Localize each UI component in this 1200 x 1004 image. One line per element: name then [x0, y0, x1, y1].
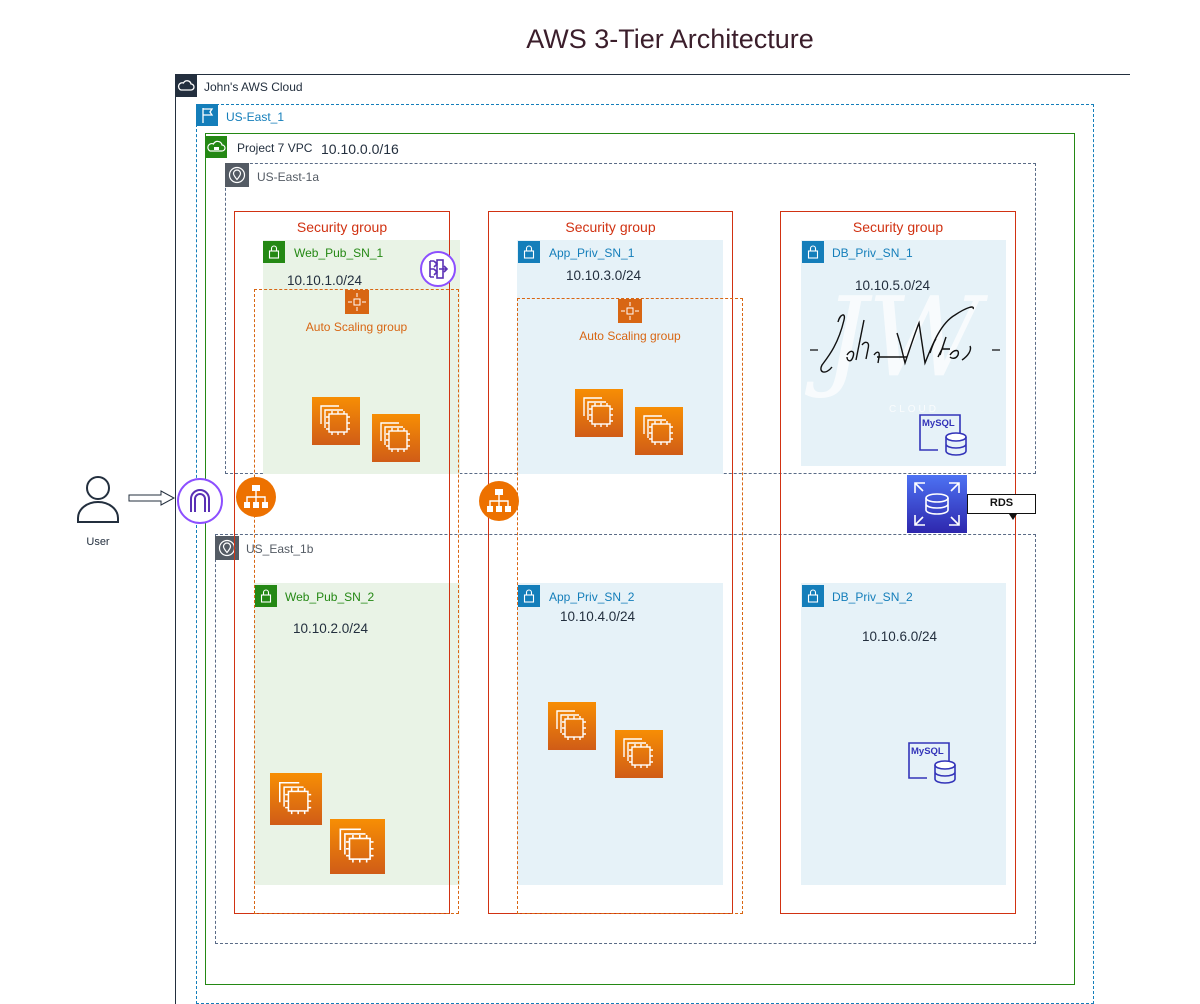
cloud-icon — [175, 75, 197, 97]
internet-gateway-icon — [176, 477, 224, 525]
flag-icon — [196, 104, 218, 126]
diagram-title: AWS 3-Tier Architecture — [526, 24, 814, 54]
security-group-db-label: Security group — [852, 219, 944, 235]
rds-label-box — [967, 494, 1036, 514]
az-1b-label: US_East_1b — [246, 542, 314, 556]
vpc-label: Project 7 VPC — [237, 141, 313, 155]
lock-icon — [255, 585, 277, 607]
ec2-instance-icon — [615, 730, 663, 778]
db-subnet-2 — [801, 583, 1006, 885]
az-location-icon — [225, 163, 249, 187]
security-group-app-label: Security group — [565, 219, 656, 235]
db-subnet-1-cidr: 10.10.5.0/24 — [855, 278, 931, 293]
mysql-icon: MySQL — [918, 412, 970, 456]
db-subnet-2-name: DB_Priv_SN_2 — [832, 590, 913, 604]
security-group-web-label: Security group — [296, 219, 388, 235]
lock-icon — [263, 241, 285, 263]
svg-text:CLOUD: CLOUD — [889, 404, 939, 415]
app-subnet-1-cidr: 10.10.3.0/24 — [566, 268, 642, 283]
rds-icon — [907, 475, 967, 533]
region-label: US-East_1 — [226, 110, 285, 124]
load-balancer-icon — [479, 481, 519, 521]
vpc-boundary — [205, 133, 1075, 985]
vpc-cloud-lock-icon — [205, 136, 227, 158]
lock-icon — [518, 241, 540, 263]
ec2-instance-icon — [635, 407, 683, 455]
auto-scaling-icon — [345, 290, 369, 314]
user-icon — [75, 474, 121, 524]
app-subnet-1-name: App_Priv_SN_1 — [549, 246, 635, 260]
security-group-db — [780, 211, 1016, 914]
az-location-icon — [215, 536, 239, 560]
auto-scaling-icon — [618, 299, 642, 323]
availability-zone-1b — [215, 534, 1036, 944]
web-subnet-2-cidr: 10.10.2.0/24 — [293, 621, 369, 636]
db-subnet-1-name: DB_Priv_SN_1 — [832, 246, 913, 260]
web-subnet-1-cidr: 10.10.1.0/24 — [287, 273, 363, 288]
mysql-label: MySQL — [911, 746, 944, 757]
db-subnet-1 — [801, 240, 1006, 466]
load-balancer-icon — [236, 477, 276, 517]
lock-icon — [518, 585, 540, 607]
auto-scaling-group-web — [254, 289, 459, 914]
john-white-watermark: JW CLOUD — [802, 273, 1006, 425]
ec2-instance-icon — [372, 414, 420, 462]
user-to-igw-arrow — [128, 490, 176, 506]
ec2-instance-icon — [270, 773, 322, 825]
az-1a-label: US-East-1a — [257, 170, 320, 184]
app-subnet-2-cidr: 10.10.4.0/24 — [560, 609, 636, 624]
rds-label-arrow — [1009, 514, 1017, 520]
ec2-instance-icon — [330, 819, 385, 874]
user-label: User — [86, 536, 110, 548]
web-subnet-2-name: Web_Pub_SN_2 — [285, 590, 375, 604]
rds-label: RDS — [989, 497, 1014, 509]
ec2-instance-icon — [312, 397, 360, 445]
auto-scaling-web-label: Auto Scaling group — [305, 320, 408, 334]
auto-scaling-group-app — [517, 298, 743, 914]
auto-scaling-app-label: Auto Scaling group — [579, 329, 681, 343]
lock-icon — [802, 241, 824, 263]
nat-gateway-icon — [419, 250, 457, 288]
lock-icon — [802, 585, 824, 607]
mysql-icon: MySQL — [907, 740, 959, 784]
db-subnet-2-cidr: 10.10.6.0/24 — [862, 629, 938, 644]
ec2-instance-icon — [548, 702, 596, 750]
vpc-cidr: 10.10.0.0/16 — [321, 141, 399, 157]
aws-cloud-boundary — [175, 74, 1130, 1004]
svg-text:JW: JW — [804, 285, 988, 401]
mysql-label: MySQL — [922, 418, 955, 429]
web-subnet-1-name: Web_Pub_SN_1 — [294, 246, 384, 260]
ec2-instance-icon — [575, 389, 623, 437]
cloud-label: John's AWS Cloud — [204, 80, 303, 94]
app-subnet-2-name: App_Priv_SN_2 — [549, 590, 635, 604]
